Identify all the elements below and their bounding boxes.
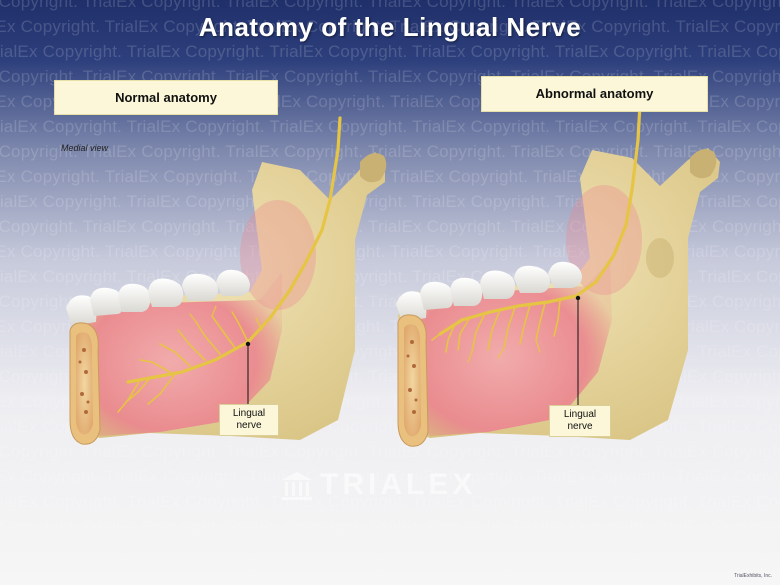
left-lingual-nerve xyxy=(117,116,342,413)
left-lingual-nerve-callout: Lingual nerve xyxy=(219,404,279,436)
left-teeth xyxy=(66,269,250,326)
footer-logo: TrialExhibits, Inc. xyxy=(734,573,772,579)
right-bone-cross-section xyxy=(397,314,429,447)
abnormal-anatomy-label: Abnormal anatomy xyxy=(481,76,708,112)
right-mandible xyxy=(396,102,720,447)
left-mandible xyxy=(66,116,387,445)
right-callout-line1: Lingual xyxy=(563,409,597,420)
column-temple-icon xyxy=(282,472,312,500)
right-teeth xyxy=(396,261,582,322)
medial-view-note: Medial view xyxy=(61,143,109,153)
right-lingual-nerve xyxy=(431,102,642,363)
center-watermark-logo: TRIALEX xyxy=(270,466,510,506)
right-callout-line2: nerve xyxy=(567,421,593,432)
left-callout-line2: nerve xyxy=(236,420,262,431)
left-bone-cross-section xyxy=(69,322,101,445)
left-callout-line1: Lingual xyxy=(232,408,266,419)
normal-anatomy-label: Normal anatomy xyxy=(54,80,278,115)
right-lingual-nerve-callout: Lingual nerve xyxy=(549,405,611,437)
center-logo-text: TRIALEX xyxy=(320,468,477,501)
page-title: Anatomy of the Lingual Nerve xyxy=(198,12,582,42)
